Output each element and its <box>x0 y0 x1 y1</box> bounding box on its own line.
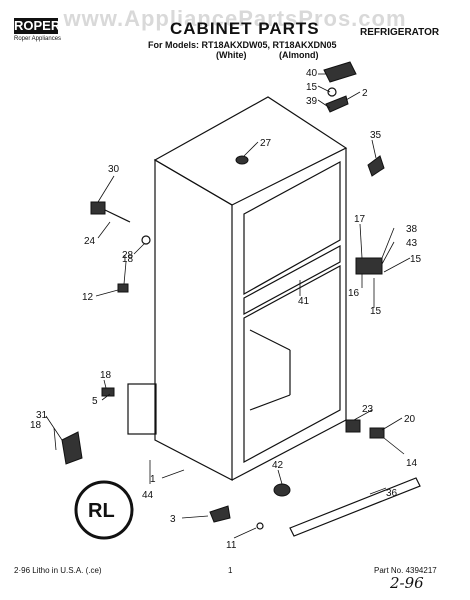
refrigerator-cabinet <box>153 96 348 481</box>
svg-text:RL: RL <box>88 500 115 522</box>
leveling-leg-part <box>209 505 231 523</box>
callout-label: 36 <box>386 488 398 499</box>
callout-label: 12 <box>82 292 94 303</box>
door-stop-part <box>367 155 385 177</box>
callout-label: 20 <box>404 414 416 425</box>
callout-label: 38 <box>406 224 418 235</box>
callout-label: 18 <box>30 420 42 431</box>
callout-label: 16 <box>348 288 360 299</box>
callout-label: 2 <box>362 88 368 99</box>
callout-label: 39 <box>306 96 318 107</box>
cover-plate-part <box>61 431 83 465</box>
callout-label: 3 <box>170 514 176 525</box>
callout-label: 31 <box>36 410 48 421</box>
top-hinge-part <box>325 95 349 113</box>
center-hinge-part <box>355 257 383 275</box>
callout-label: 15 <box>410 254 422 265</box>
model-variants: (White) (Almond) <box>216 50 319 60</box>
page-title: CABINET PARTS <box>170 19 320 38</box>
part-number: Part No. 4394217 <box>374 566 437 575</box>
bottom-hinge-part <box>369 427 385 439</box>
callout-label: 40 <box>306 68 318 79</box>
toe-panel-part <box>127 383 157 435</box>
callout-label: 18 <box>122 254 134 265</box>
callout-label: 28 <box>122 250 134 261</box>
callout-label: 15 <box>370 306 382 317</box>
appliance-category: REFRIGERATOR <box>360 27 440 38</box>
roller-part <box>273 483 291 497</box>
callout-label: 43 <box>406 238 418 249</box>
bracket-part <box>117 283 129 293</box>
callout-label: 17 <box>354 214 366 225</box>
base-grille-part <box>289 477 421 537</box>
callout-label: 24 <box>84 236 96 247</box>
hinge-cover-part <box>323 61 357 83</box>
brand-logo: ROPER <box>14 18 61 34</box>
leveling-plug-part <box>235 155 249 165</box>
clip-part <box>101 387 115 397</box>
handwritten-date: 2-96 <box>390 574 424 592</box>
callout-label: 41 <box>298 296 310 307</box>
callout-label: 15 <box>306 82 318 93</box>
control-knob-part <box>90 201 106 215</box>
callout-label: 23 <box>362 404 374 415</box>
grommet-part <box>141 235 151 245</box>
watermark: www.AppliancePartsPros.com <box>63 6 407 31</box>
brand-subtitle: Roper Appliances <box>14 36 62 42</box>
model-numbers: For Models: RT18AKXDW05, RT18AKXDN05 <box>148 40 337 50</box>
callout-label: 1 <box>150 474 156 485</box>
callout-label: 11 <box>226 540 237 551</box>
callout-label: 42 <box>272 460 284 471</box>
page-number: 1 <box>228 566 233 575</box>
callout-label: 44 <box>142 490 154 501</box>
callout-label: 5 <box>92 396 98 407</box>
hinge-screw-part <box>327 87 337 97</box>
callout-label: 35 <box>370 130 382 141</box>
callout-label: 18 <box>100 370 112 381</box>
emblem-logo: RL <box>74 480 134 540</box>
callout-label: 14 <box>406 458 418 469</box>
hinge-bracket-part <box>345 419 361 433</box>
callout-labels: 40 15 2 39 35 27 30 24 28 18 12 17 38 43… <box>30 68 422 551</box>
print-info: 2·96 Litho in U.S.A. (.ce) <box>14 566 102 575</box>
screw-part <box>256 522 264 530</box>
leader-lines <box>45 73 411 539</box>
callout-label: 27 <box>260 138 272 149</box>
callout-label: 30 <box>108 164 120 175</box>
